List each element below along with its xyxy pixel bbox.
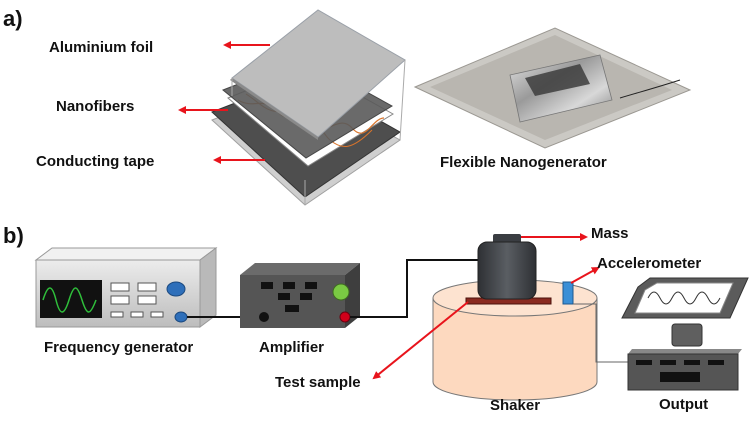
panel-a: a) Aluminium foil Nanofibers bbox=[3, 6, 692, 206]
label-flexible-nanogenerator: Flexible Nanogenerator bbox=[440, 154, 607, 171]
amplifier-input-jack bbox=[259, 312, 269, 322]
arrow-accelerometer bbox=[570, 267, 600, 284]
label-aluminium-foil: Aluminium foil bbox=[49, 39, 153, 56]
shaker bbox=[432, 279, 598, 401]
cable-amplifier-shaker bbox=[350, 259, 478, 318]
output-device bbox=[621, 277, 749, 391]
amplifier bbox=[240, 263, 360, 328]
generator-output-jack bbox=[174, 311, 188, 323]
accelerometer bbox=[562, 281, 574, 305]
label-conducting-tape: Conducting tape bbox=[36, 153, 154, 170]
cable-accelerometer-output bbox=[573, 303, 628, 363]
shaker-body bbox=[432, 297, 598, 401]
arrow-test-sample bbox=[372, 301, 469, 380]
panel-a-tag: a) bbox=[3, 6, 23, 31]
amplifier-output-jack bbox=[339, 311, 351, 323]
layer-stack bbox=[211, 9, 406, 206]
label-test-sample: Test sample bbox=[275, 374, 361, 391]
output-wave bbox=[647, 291, 721, 305]
generator-screen bbox=[40, 280, 102, 318]
mass bbox=[477, 234, 537, 300]
label-amplifier: Amplifier bbox=[259, 339, 324, 356]
frequency-generator bbox=[34, 247, 218, 328]
generator-knob bbox=[166, 281, 186, 297]
label-shaker: Shaker bbox=[490, 397, 540, 414]
label-frequency-generator: Frequency generator bbox=[44, 339, 193, 356]
panel-b-tag: b) bbox=[3, 223, 24, 248]
label-accelerometer: Accelerometer bbox=[597, 255, 701, 272]
label-output: Output bbox=[659, 396, 708, 413]
sine-wave bbox=[42, 287, 97, 313]
amplifier-knob bbox=[332, 283, 350, 301]
label-nanofibers: Nanofibers bbox=[56, 98, 134, 115]
nanogenerator-photo bbox=[413, 27, 692, 149]
label-mass: Mass bbox=[591, 225, 629, 242]
panel-b: b) Frequency generator bbox=[3, 223, 749, 414]
